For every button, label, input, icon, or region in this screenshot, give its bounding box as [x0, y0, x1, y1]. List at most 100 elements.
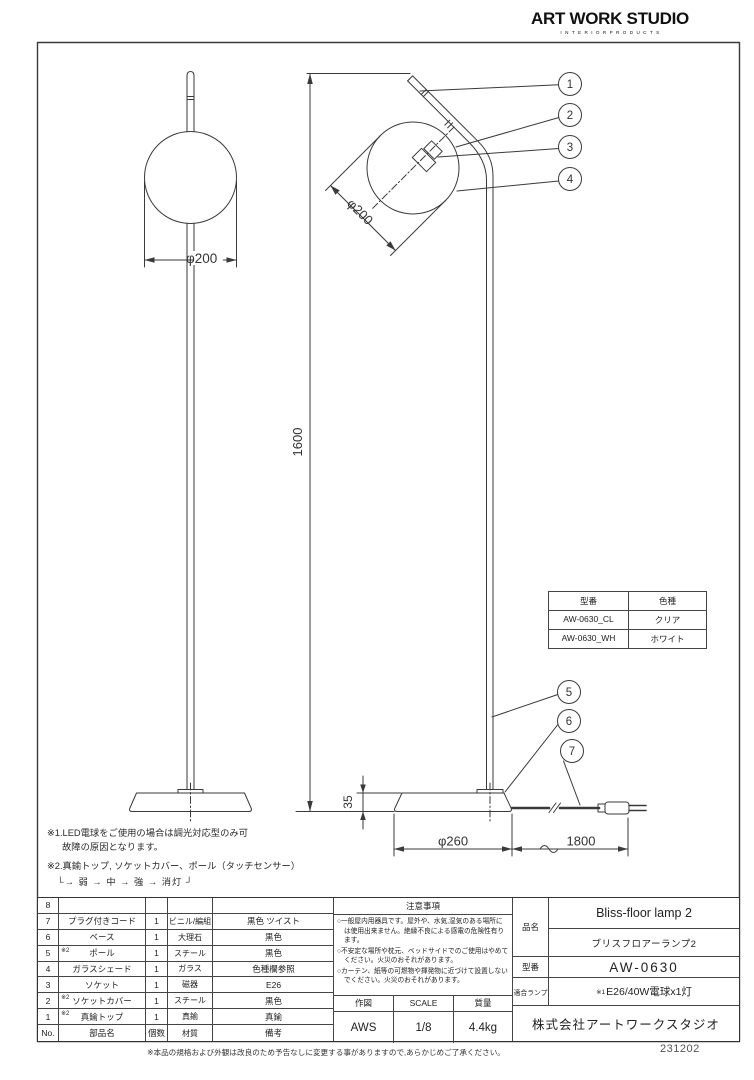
weight-value: 4.4kg	[468, 1021, 498, 1034]
table-row: AW-0630_CL クリア	[549, 610, 706, 629]
parts-list: 8 7 プラグ付きコード 1 ビニル/編組 黒色 ツイスト 6 ベース 1 大理…	[38, 898, 334, 1041]
drawing-meta-values: AWS 1/8 4.4kg	[334, 1012, 512, 1043]
product-name-en: Bliss-floor lamp 2	[549, 898, 739, 929]
part-remark: 黒色	[213, 946, 334, 962]
table-row: AW-0630_WH ホワイト	[549, 629, 706, 648]
part-no: 8	[38, 898, 59, 914]
part-remark: 黒色	[213, 930, 334, 946]
logo-title: ART WORK STUDIO	[531, 9, 689, 28]
model-cl: AW-0630_CL	[549, 611, 629, 629]
part-remark: E26	[213, 977, 334, 994]
callout-6: 6	[566, 716, 572, 728]
col-header-remark: 備考	[264, 1028, 282, 1039]
caution-body: ○一般屋内用器具です。屋外や、水気,湿気のある場所には使用出来ません。絶縁不良に…	[334, 915, 512, 996]
part-no: 4	[38, 961, 59, 978]
part-name: ベース	[59, 929, 146, 946]
part-qty: 1	[146, 993, 168, 1010]
col-header-material: 材質	[168, 1025, 213, 1041]
dimension-arrows	[144, 73, 628, 852]
part-material: スチール	[168, 993, 213, 1010]
dimension-lines	[295, 73, 629, 857]
col-header-name: 部品名	[59, 1025, 146, 1041]
scale-label: SCALE	[394, 996, 454, 1011]
side-view	[366, 75, 647, 822]
caution-item: ○カーテン、紙等の可燃物や揮発物に近づけて設置しないでください。火災のおそれがあ…	[337, 967, 508, 985]
dim-total-height: 1600	[290, 428, 305, 457]
product-name-ja: ブリスフロアーランプ2	[549, 929, 739, 957]
dim-front-shade-dia: φ200	[186, 251, 217, 266]
part-name: ソケット	[59, 977, 146, 994]
part-material: 真鍮	[168, 1009, 213, 1026]
part-name	[59, 898, 146, 914]
col-header-no: No.	[38, 1025, 59, 1041]
drawing-frame	[36, 41, 741, 1043]
caution-section: 注意事項 ○一般屋内用器具です。屋外や、水気,湿気のある場所には使用出来ません。…	[334, 898, 513, 1043]
front-view	[129, 71, 252, 822]
weight-label: 質量	[474, 998, 492, 1008]
product-title-block: 品名 Bliss-floor lamp 2 ブリスフロアーランプ2 型番 AW-…	[513, 898, 739, 1041]
callout-7: 7	[569, 746, 575, 758]
socket-cover	[423, 140, 443, 160]
glass-shade-side	[366, 121, 460, 215]
part-no: 7	[38, 913, 59, 930]
model-number: AW-0630	[549, 957, 739, 978]
artworkstudio-logo: ART WORK STUDIO INTERIORPRODUCTS	[512, 9, 708, 35]
caution-item: ○不安定な場所や枕元、ベッドサイドでのご使用はやめてください。火災のおそれがあり…	[337, 947, 509, 965]
caution-title: 注意事項	[334, 898, 512, 915]
touch-cycle-diagram: └→ 弱 → 中 → 強 → 消灯 ┘	[57, 877, 194, 888]
part-material: 大理石	[168, 929, 213, 946]
note2: ※2.真鍮トップ, ソケットカバー、ポール（タッチセンサー）	[47, 860, 301, 871]
model-label: 型番	[513, 957, 549, 978]
base-front	[129, 792, 252, 812]
part-no: 1	[38, 1009, 59, 1026]
drawn-label: 作図	[334, 996, 394, 1011]
dim-cord-length: 1800	[567, 834, 596, 849]
part-no: 2	[38, 993, 59, 1010]
drawn-value: AWS	[334, 1012, 394, 1043]
company-name: 株式会社アートワークスタジオ	[532, 1018, 720, 1032]
note1-line2: 故障の原因となります。	[62, 842, 164, 853]
part-remark: 真鍮	[213, 1009, 334, 1026]
color-col-header: 色種	[658, 596, 676, 606]
part-remark: 色種欄参照	[213, 962, 334, 978]
caution-item: ○一般屋内用器具です。屋外や、水気,湿気のある場所には使用出来ません。絶縁不良に…	[337, 918, 505, 945]
callout-1: 1	[567, 79, 573, 91]
callout-4: 4	[567, 174, 574, 186]
part-no: 5	[38, 945, 59, 962]
callout-2: 2	[567, 110, 573, 122]
callout-leaders	[419, 84, 581, 806]
model-wh: AW-0630_WH	[549, 630, 629, 648]
part-remark	[213, 898, 334, 914]
plug	[604, 801, 630, 815]
color-white: ホワイト	[650, 634, 685, 644]
glass-shade-front	[144, 131, 237, 224]
part-name: プラグ付きコード	[59, 913, 146, 930]
note1-line1: ※1.LED電球をご使用の場合は調光対応型のみ可	[47, 828, 248, 838]
color-table-header: 型番 色種	[549, 592, 706, 610]
base-side	[394, 792, 512, 812]
callout-5: 5	[566, 687, 572, 699]
part-qty: 1	[146, 929, 168, 946]
part-qty: 1	[146, 977, 168, 994]
part-material: 磁器	[168, 977, 213, 994]
part-qty: 1	[146, 945, 168, 962]
part-no: 3	[38, 977, 59, 994]
callout-numbers: 1 2 3 4 5 6 7	[566, 79, 575, 758]
part-name: ガラスシェード	[59, 961, 146, 978]
dim-base-height: 35	[341, 795, 355, 809]
logo-subtitle: INTERIORPRODUCTS	[560, 30, 663, 35]
drawing-meta-headers: 作図 SCALE 質量	[334, 996, 512, 1012]
dim-side-shade-dia: φ200	[344, 196, 376, 228]
part-material: スチール	[168, 945, 213, 962]
footnotes: ※1.LED電球をご使用の場合は調光対応型のみ可 故障の原因となります。 ※2.…	[47, 826, 300, 890]
color-clear: クリア	[654, 615, 681, 625]
lamp-label: 適合ランプ	[513, 978, 549, 1006]
title-block-table: 8 7 プラグ付きコード 1 ビニル/編組 黒色 ツイスト 6 ベース 1 大理…	[37, 897, 740, 1043]
socket	[411, 147, 437, 173]
part-remark: 黒色	[213, 993, 334, 1010]
model-col-header: 型番	[549, 592, 629, 610]
